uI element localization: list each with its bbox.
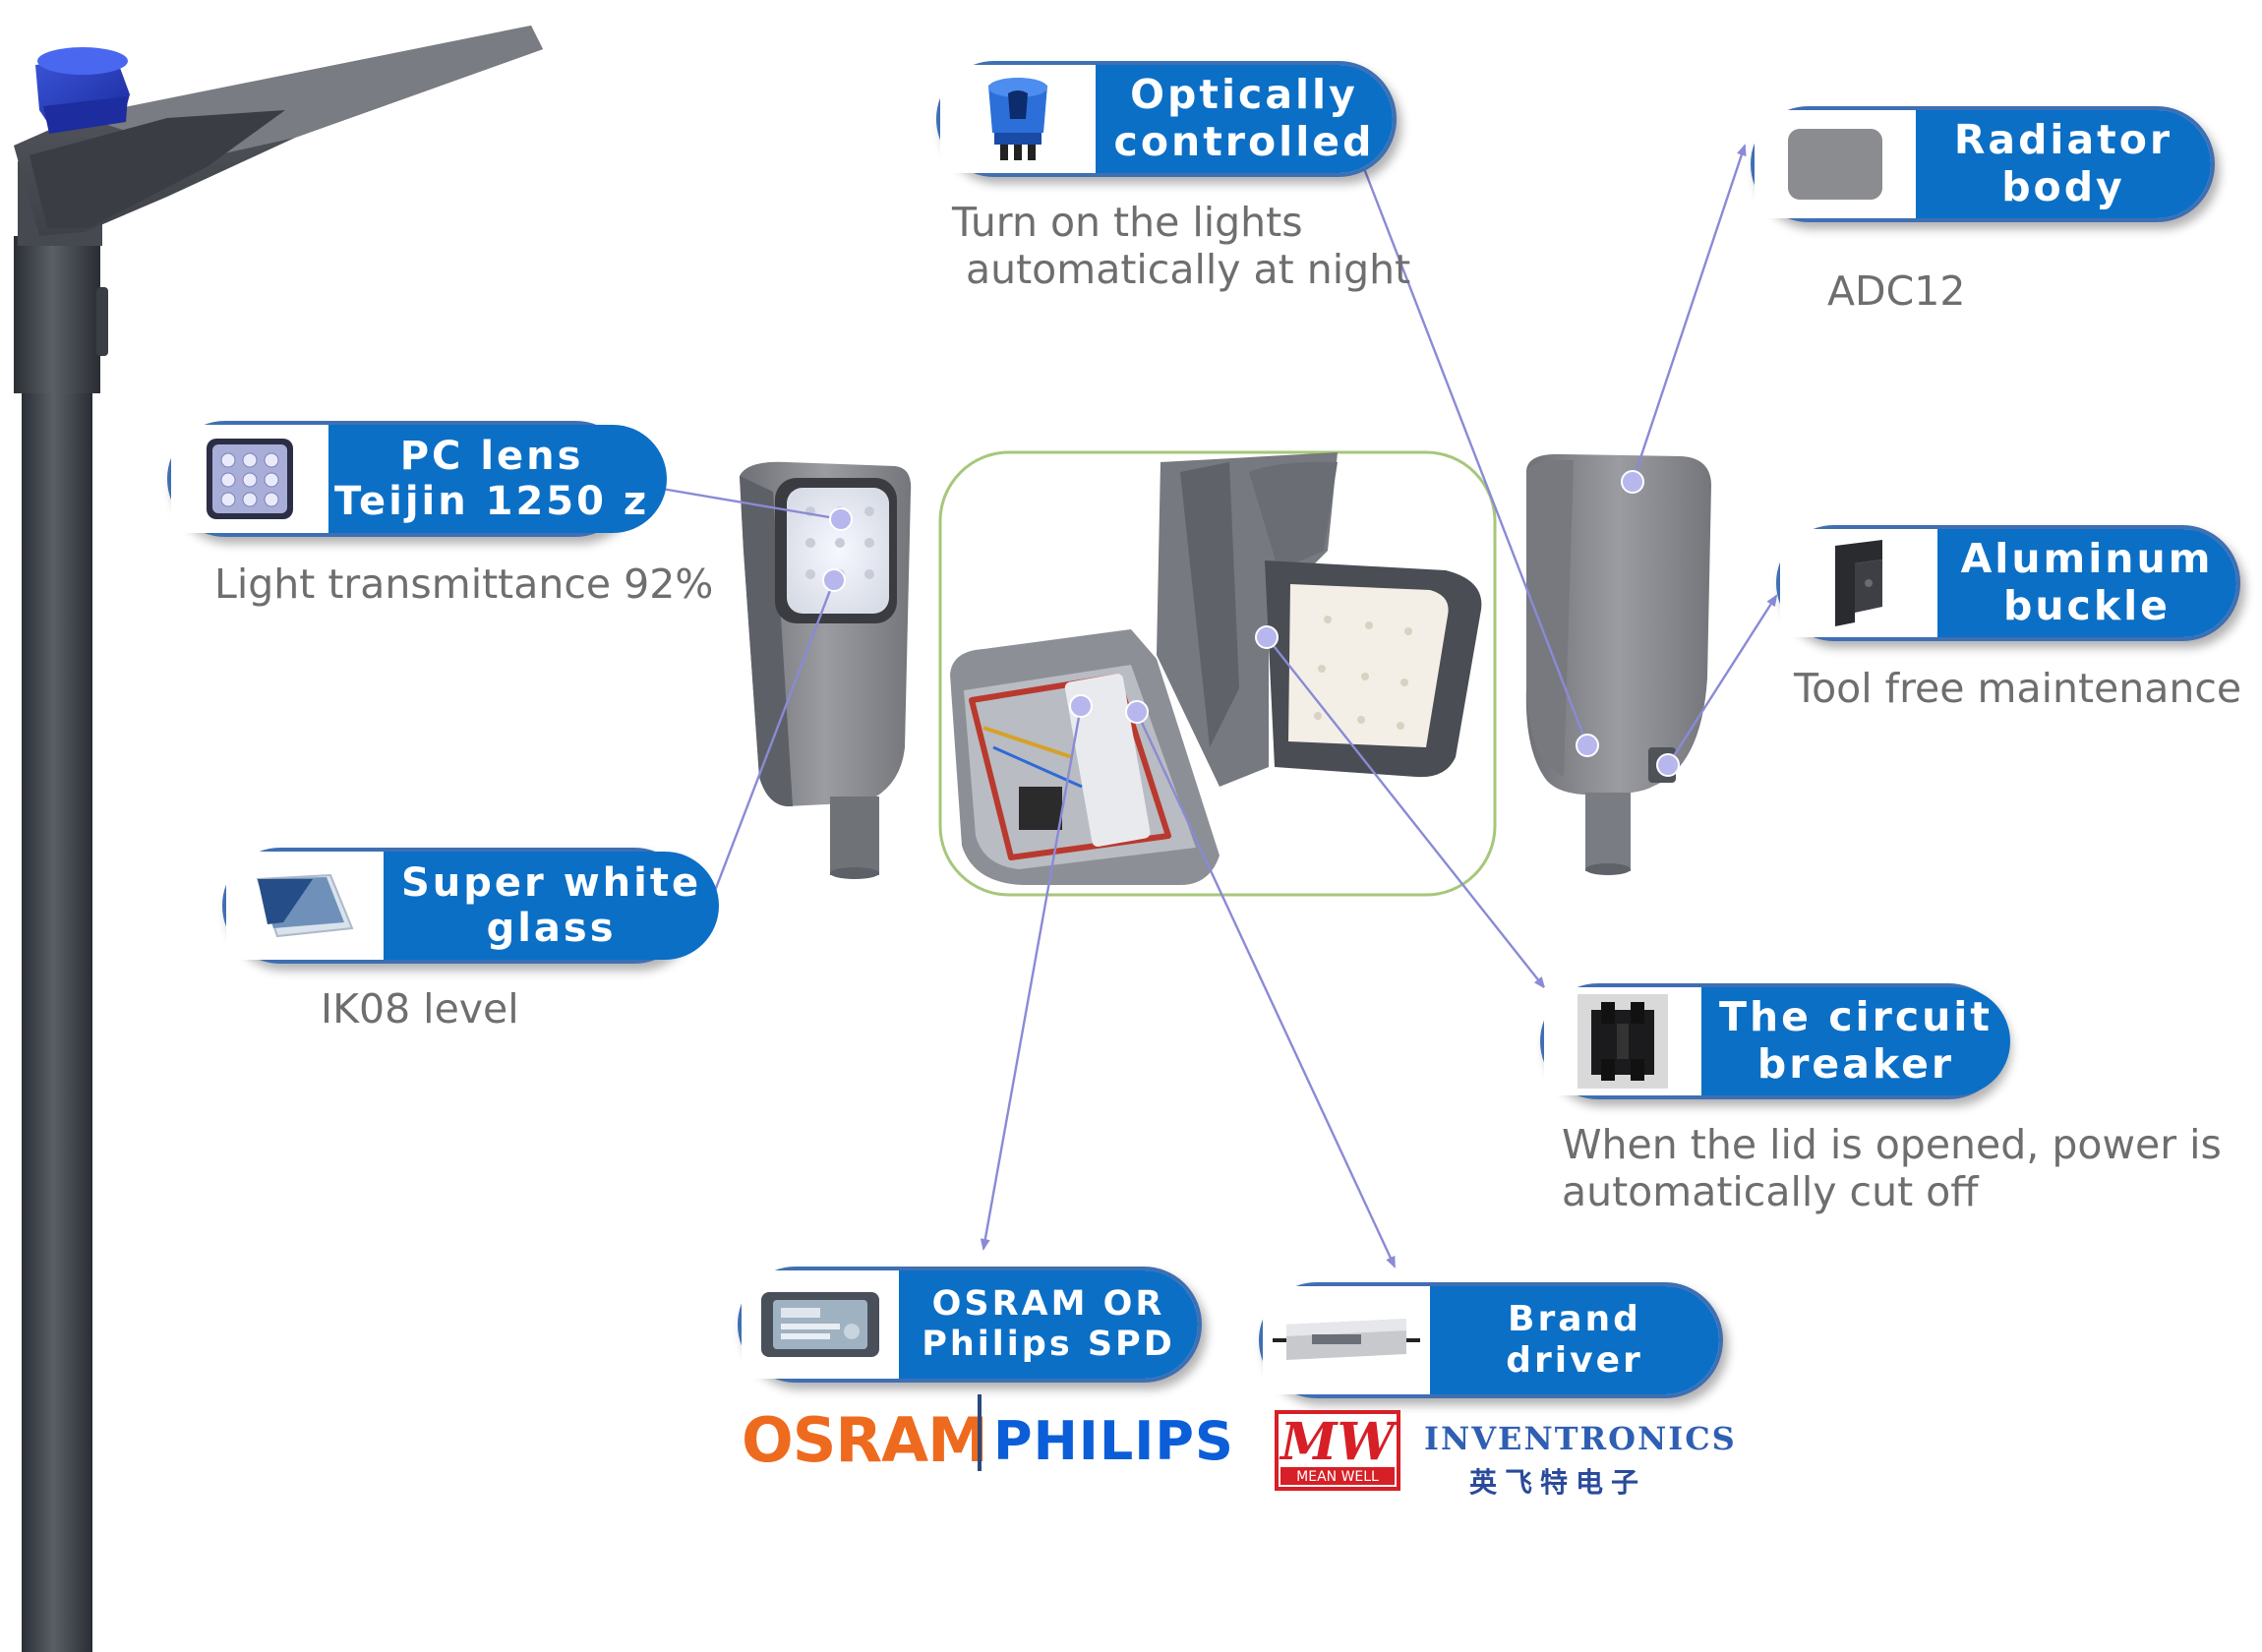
connector-arrows bbox=[654, 144, 1778, 1268]
spd-module-icon bbox=[742, 1270, 899, 1379]
arrow-spd bbox=[980, 705, 1083, 1251]
lamp-open-illustration bbox=[938, 450, 1497, 897]
photocell-sensor-icon bbox=[940, 65, 1096, 173]
arrow-radiator bbox=[1631, 144, 1747, 483]
circuit-breaker-desc-2: automatically cut off bbox=[1562, 1168, 1979, 1215]
buckle-icon bbox=[1780, 529, 1937, 637]
radiator-body-label: Radiator body bbox=[1916, 110, 2211, 218]
led-driver-icon bbox=[1263, 1286, 1430, 1394]
glass-sheet-icon bbox=[226, 852, 384, 960]
meanwell-mark: MW bbox=[1279, 1412, 1399, 1472]
osram-logo: OSRAM bbox=[742, 1404, 988, 1476]
callout-pc-lens: PC lens Teijin 1250 z bbox=[167, 421, 668, 537]
arrow-glass bbox=[706, 579, 836, 911]
optically-controlled-desc-1: Turn on the lights bbox=[952, 199, 1303, 246]
pc-lens-label: PC lens Teijin 1250 z bbox=[328, 425, 668, 533]
pc-lens-desc: Light transmittance 92% bbox=[214, 560, 714, 608]
callout-radiator-body: Radiator body bbox=[1751, 106, 2215, 222]
arrow-breaker bbox=[1266, 636, 1546, 989]
callout-aluminum-buckle: Aluminum buckle bbox=[1776, 525, 2240, 641]
circuit-breaker-label: The circuit breaker bbox=[1701, 987, 2010, 1095]
callout-optically-controlled: Optically controlled bbox=[936, 61, 1397, 177]
callout-circuit-breaker: The circuit breaker bbox=[1540, 983, 2010, 1099]
terminal-block-icon bbox=[1544, 987, 1701, 1095]
inventronics-cn-logo: 英飞特电子 bbox=[1469, 1466, 1647, 1499]
super-white-glass-label: Super white glass bbox=[384, 852, 720, 960]
callout-brand-driver: Brand driver bbox=[1259, 1282, 1723, 1398]
aluminum-buckle-label: Aluminum buckle bbox=[1937, 529, 2236, 637]
circuit-breaker-desc-1: When the lid is opened, power is bbox=[1562, 1121, 2222, 1168]
anchor-dots bbox=[822, 470, 1680, 777]
arrow-optical bbox=[1358, 156, 1589, 746]
meanwell-logo: MW MEAN WELL bbox=[1275, 1410, 1400, 1491]
radiator-swatch-icon bbox=[1755, 110, 1916, 218]
radiator-body-desc: ADC12 bbox=[1827, 267, 1966, 315]
spd-label: OSRAM OR Philips SPD bbox=[899, 1270, 1198, 1379]
street-light-pole-illustration bbox=[14, 26, 543, 1652]
arrow-buckle bbox=[1666, 594, 1778, 766]
philips-logo: PHILIPS bbox=[993, 1410, 1234, 1472]
super-white-glass-desc: IK08 level bbox=[321, 985, 519, 1032]
inventronics-logo: INVENTRONICS bbox=[1424, 1420, 1737, 1457]
callout-spd: OSRAM OR Philips SPD bbox=[738, 1267, 1202, 1383]
optically-controlled-desc-2: automatically at night bbox=[966, 246, 1411, 293]
optically-controlled-label: Optically controlled bbox=[1096, 65, 1393, 173]
logo-divider bbox=[978, 1394, 982, 1471]
brand-driver-label: Brand driver bbox=[1430, 1286, 1719, 1394]
aluminum-buckle-desc: Tool free maintenance bbox=[1794, 665, 2242, 712]
callout-super-white-glass: Super white glass bbox=[222, 848, 720, 964]
meanwell-name: MEAN WELL bbox=[1296, 1469, 1379, 1485]
lens-icon bbox=[171, 425, 328, 533]
arrow-driver bbox=[1135, 711, 1397, 1268]
lamp-front-illustration bbox=[740, 461, 912, 879]
lamp-back-illustration bbox=[1525, 453, 1711, 875]
arrow-pc-lens bbox=[654, 484, 842, 521]
